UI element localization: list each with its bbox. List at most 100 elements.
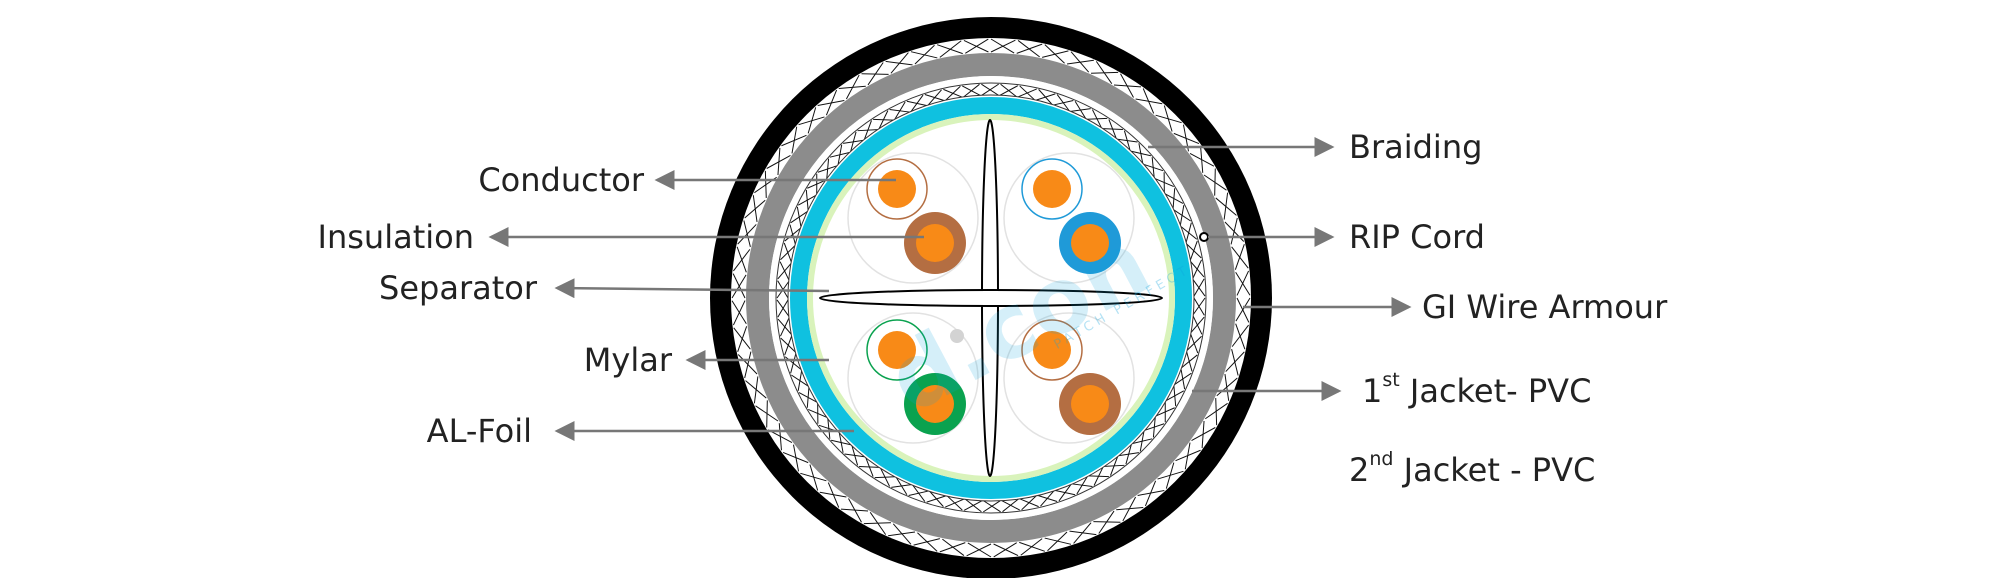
hatch-line bbox=[1192, 297, 1206, 315]
al-foil-ring bbox=[790, 97, 1192, 499]
hatch-line bbox=[793, 444, 800, 472]
ordinal-number: 1 bbox=[1362, 372, 1383, 410]
hatch-line bbox=[1132, 438, 1153, 444]
hatch-line bbox=[1044, 44, 1065, 64]
hatch-line bbox=[1193, 278, 1205, 297]
hatch-line bbox=[1186, 335, 1202, 351]
conductor bbox=[916, 224, 954, 262]
hatch-line bbox=[1095, 61, 1113, 84]
hatch-line bbox=[912, 485, 926, 502]
hatch-line bbox=[895, 477, 908, 496]
hatch-line bbox=[1142, 88, 1155, 114]
hatch-line bbox=[753, 376, 759, 404]
hatch-line bbox=[869, 512, 887, 535]
hatch-line bbox=[962, 85, 981, 96]
hatch-line bbox=[1019, 85, 1035, 101]
hatch-line bbox=[1017, 40, 1040, 58]
hatch-line bbox=[1074, 100, 1087, 119]
hatch-line bbox=[880, 468, 891, 487]
hatch-line bbox=[737, 224, 757, 245]
hatch-line bbox=[838, 432, 844, 453]
rip-cord bbox=[1199, 232, 1209, 242]
hatch-line bbox=[1157, 470, 1184, 480]
hatch-line bbox=[1174, 372, 1192, 385]
braiding-hatch bbox=[776, 83, 1206, 513]
hatch-line bbox=[829, 152, 850, 158]
hatch-line bbox=[1000, 83, 1017, 97]
conductor bbox=[1033, 331, 1071, 369]
hatch-line bbox=[797, 370, 803, 391]
hatch-line bbox=[1093, 521, 1121, 523]
hatch-line bbox=[1123, 130, 1131, 151]
label-first-jacket: 1st Jacket- PVC bbox=[1362, 371, 1592, 410]
hatch-line bbox=[929, 491, 944, 507]
hatch-line bbox=[1189, 240, 1198, 261]
hatch-line bbox=[1038, 89, 1053, 105]
hatch-line bbox=[817, 165, 838, 173]
hatch-line bbox=[1072, 483, 1093, 487]
hatch-line bbox=[1205, 402, 1228, 420]
hatch-line bbox=[1165, 390, 1185, 401]
hatch-line bbox=[1191, 427, 1216, 441]
hatch-line bbox=[1120, 73, 1134, 98]
hatch-line bbox=[1192, 259, 1203, 279]
hatch-line bbox=[1225, 351, 1245, 372]
label-text: Jacket- PVC bbox=[1399, 372, 1592, 410]
leader-arrow-separator bbox=[554, 278, 830, 299]
gi-wire-armour-hatch bbox=[731, 38, 1251, 558]
ordinal-suffix: st bbox=[1382, 369, 1400, 391]
twisted-pair bbox=[1003, 152, 1135, 284]
hatch-line bbox=[1055, 490, 1076, 496]
hatch-line bbox=[943, 88, 963, 98]
hatch-line bbox=[778, 423, 782, 451]
hatch-line bbox=[1236, 270, 1250, 296]
hatch-line bbox=[889, 109, 910, 113]
hatch-line bbox=[1151, 157, 1155, 178]
label-conductor: Conductor bbox=[478, 161, 644, 199]
hatch-line bbox=[965, 499, 982, 513]
hatch-line bbox=[797, 195, 817, 206]
hatch-line bbox=[780, 245, 796, 261]
hatch-line bbox=[843, 139, 864, 144]
hatch-line bbox=[809, 464, 819, 491]
hatch-line bbox=[1190, 316, 1205, 333]
braid-outer-line bbox=[775, 82, 1207, 514]
hatch-line bbox=[1144, 423, 1165, 431]
hatch-line bbox=[885, 60, 913, 66]
hatch-line bbox=[1088, 475, 1109, 478]
label-rip-cord: RIP Cord bbox=[1349, 218, 1485, 256]
hatch-line bbox=[861, 73, 889, 75]
hatch-line bbox=[1156, 407, 1175, 417]
hatch-line bbox=[733, 249, 751, 272]
hatch-line bbox=[790, 211, 808, 224]
hatch-line bbox=[1019, 498, 1039, 508]
hatch-line bbox=[1223, 192, 1229, 220]
hatch-line bbox=[1138, 143, 1144, 164]
ordinal-number: 2 bbox=[1349, 451, 1370, 489]
separator-center bbox=[983, 291, 998, 305]
hatch-line bbox=[1172, 188, 1176, 209]
hatch-line bbox=[790, 353, 797, 374]
hatch-line bbox=[807, 179, 826, 189]
hatch-line bbox=[1181, 354, 1198, 369]
hatch-line bbox=[1231, 324, 1249, 347]
hatch-line bbox=[1108, 119, 1117, 139]
hatch-line bbox=[947, 495, 963, 511]
conductor bbox=[878, 331, 916, 369]
label-braiding: Braiding bbox=[1349, 128, 1483, 166]
hatch-line bbox=[910, 51, 938, 59]
hatch-line bbox=[1019, 541, 1046, 552]
hatch-line bbox=[993, 543, 1019, 557]
hatch-line bbox=[1069, 530, 1097, 536]
hatch-line bbox=[1234, 243, 1245, 270]
hatch-line bbox=[798, 116, 825, 126]
hatch-line bbox=[967, 542, 992, 558]
watermark-dot bbox=[950, 329, 964, 343]
hatch-line bbox=[936, 44, 963, 55]
hatch-line bbox=[1185, 222, 1192, 243]
hatch-line bbox=[848, 498, 862, 523]
hatch-line bbox=[766, 400, 768, 428]
hatch-line bbox=[990, 38, 1015, 54]
hatch-line bbox=[851, 445, 859, 466]
hatch-line bbox=[817, 100, 845, 107]
